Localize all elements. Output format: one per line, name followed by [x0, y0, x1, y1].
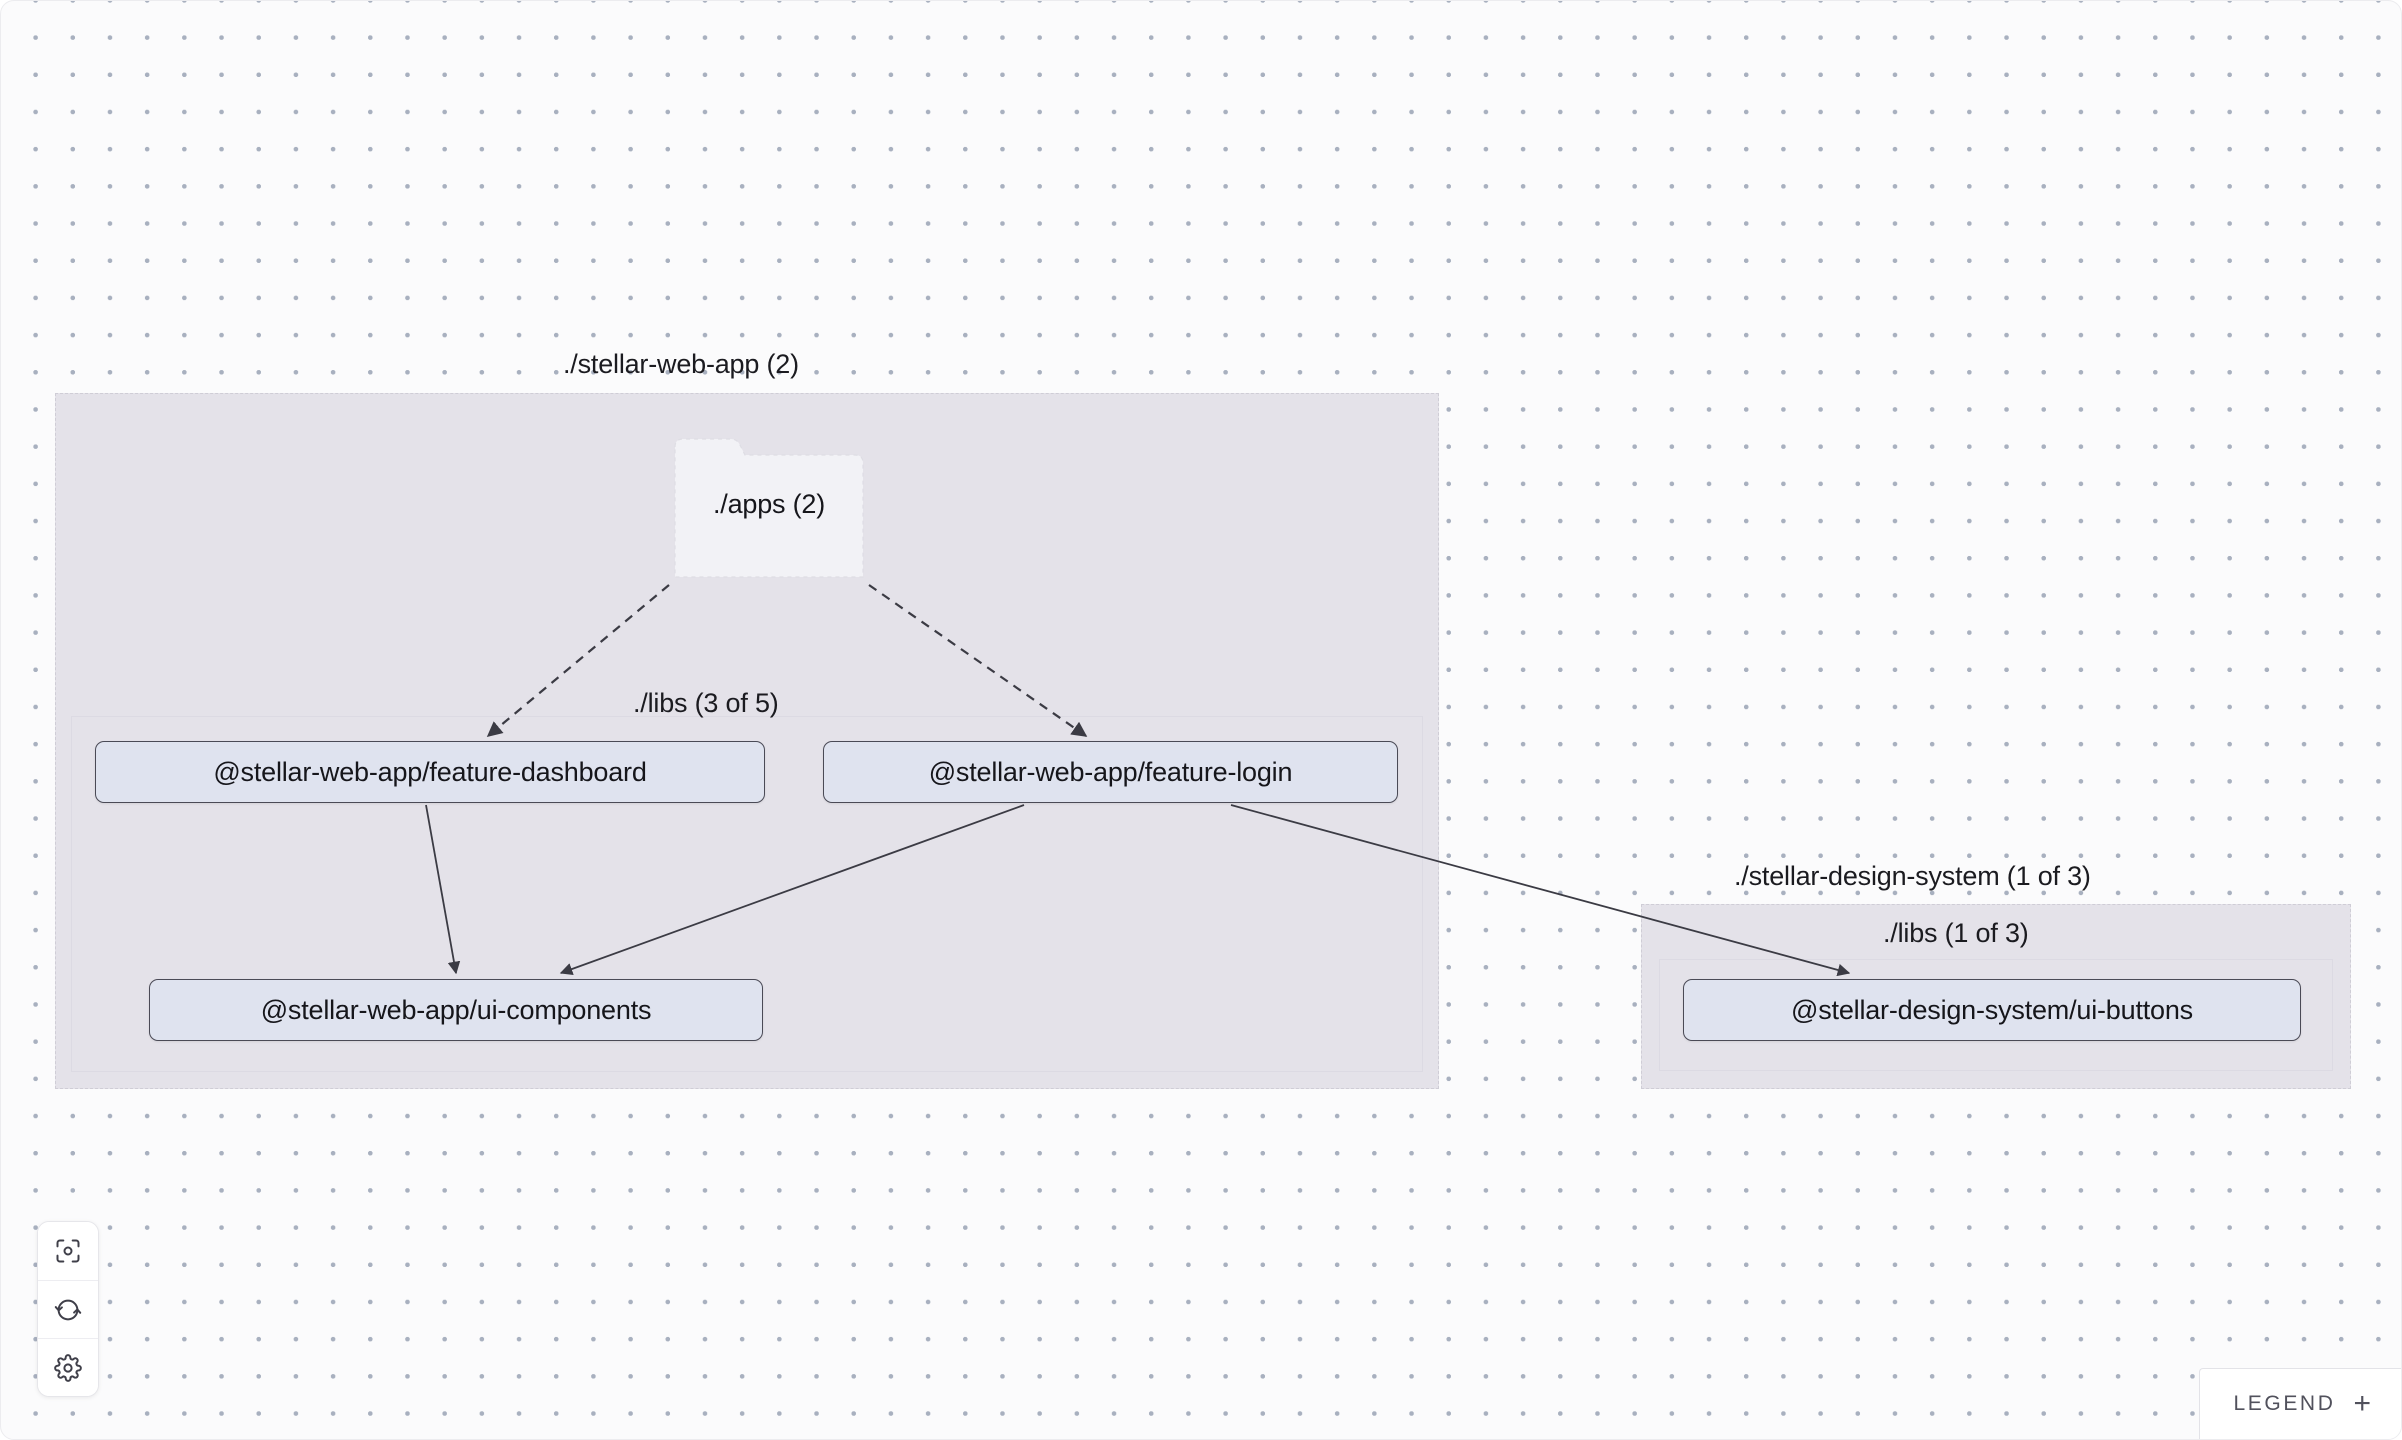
node-feature-dashboard[interactable]: @stellar-web-app/feature-dashboard — [95, 741, 765, 803]
focus-target-icon — [56, 1239, 80, 1263]
node-ui-components[interactable]: @stellar-web-app/ui-components — [149, 979, 763, 1041]
settings-button[interactable] — [38, 1338, 98, 1396]
refresh-graph-button[interactable] — [38, 1280, 98, 1338]
refresh-icon — [54, 1299, 82, 1320]
node-label-ui-buttons: @stellar-design-system/ui-buttons — [1791, 994, 2193, 1025]
legend-expand-icon[interactable]: + — [2353, 1387, 2371, 1420]
group-stellar-design-system-libs[interactable] — [1659, 959, 2333, 1071]
node-label-feature-login: @stellar-web-app/feature-login — [928, 756, 1293, 787]
legend-label: LEGEND — [2233, 1392, 2336, 1415]
focus-graph-button[interactable] — [38, 1222, 98, 1280]
folder-node-apps[interactable]: ./apps (2) — [669, 433, 869, 583]
folder-icon — [674, 438, 864, 578]
legend-toggle[interactable]: LEGEND + — [2198, 1368, 2401, 1439]
graph-toolbar[interactable] — [37, 1221, 99, 1397]
node-ui-buttons[interactable]: @stellar-design-system/ui-buttons — [1683, 979, 2301, 1041]
gear-icon — [54, 1353, 82, 1382]
group-label-stellar-web-app: ./stellar-web-app (2) — [563, 349, 799, 379]
folder-label-apps: ./apps (2) — [712, 489, 826, 519]
node-feature-login[interactable]: @stellar-web-app/feature-login — [823, 741, 1398, 803]
group-label-stellar-design-system: ./stellar-design-system (1 of 3) — [1734, 861, 2091, 891]
node-label-feature-dashboard: @stellar-web-app/feature-dashboard — [213, 756, 647, 787]
group-label-stellar-design-system-libs: ./libs (1 of 3) — [1883, 918, 2029, 948]
group-label-stellar-web-app-libs: ./libs (3 of 5) — [633, 688, 779, 718]
node-label-ui-components: @stellar-web-app/ui-components — [260, 994, 652, 1025]
